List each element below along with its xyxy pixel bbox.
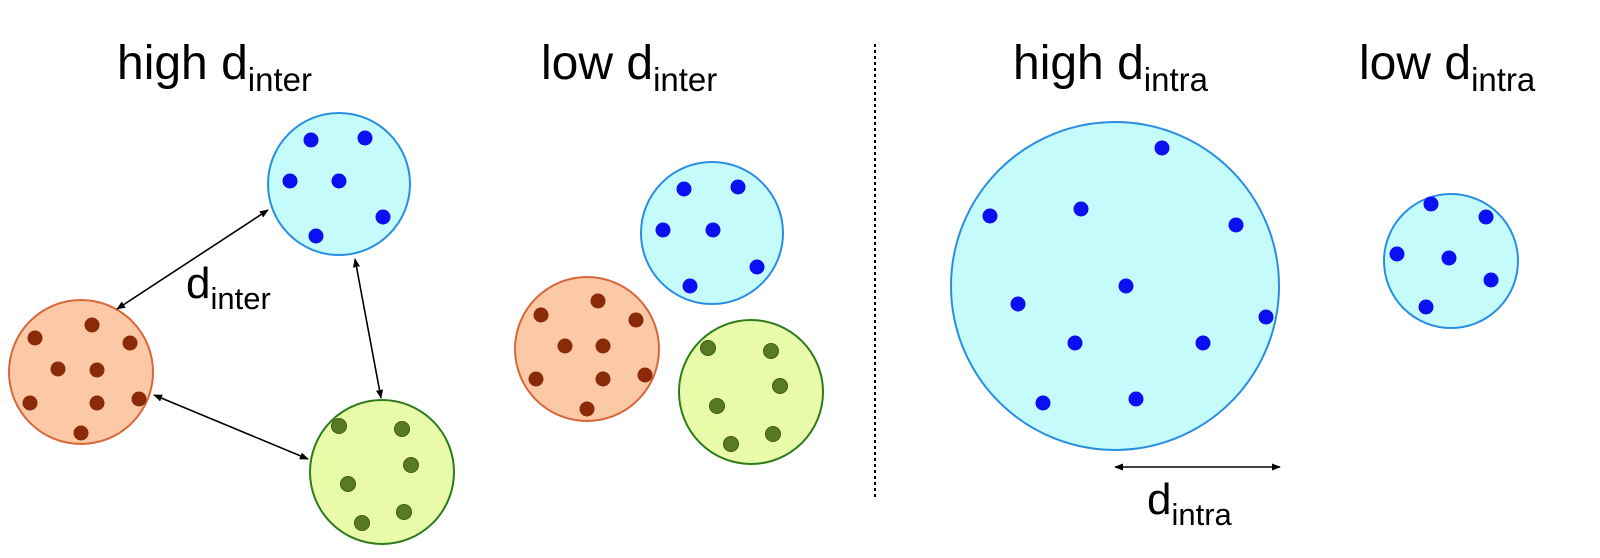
cluster-circle — [8, 299, 154, 445]
green-cluster — [309, 399, 455, 545]
data-point — [308, 228, 324, 244]
data-point — [1067, 335, 1083, 351]
orange-cluster — [8, 299, 154, 445]
label-subscript: intra — [1171, 497, 1232, 532]
blue-cluster — [267, 112, 411, 256]
data-point — [357, 130, 373, 146]
data-point — [1228, 217, 1244, 233]
data-point — [1195, 335, 1211, 351]
data-point — [1423, 196, 1439, 212]
orange-cluster — [514, 276, 660, 422]
data-point — [403, 457, 419, 473]
data-point — [628, 312, 644, 328]
data-point — [676, 181, 692, 197]
data-point — [723, 436, 739, 452]
title-prefix: high d — [1013, 37, 1144, 90]
data-point — [1418, 299, 1434, 315]
data-point — [763, 343, 779, 359]
cluster-circle — [678, 319, 824, 465]
data-point — [1073, 201, 1089, 217]
green-cluster — [678, 319, 824, 465]
inter-distance-label: dinter — [186, 259, 271, 315]
data-point — [303, 132, 319, 148]
low-intra-title: low dintra — [1359, 37, 1535, 97]
cluster-circle — [950, 121, 1280, 451]
data-point — [1128, 391, 1144, 407]
small-blue-cluster — [1383, 193, 1519, 329]
title-prefix: low d — [541, 37, 654, 90]
title-subscript: intra — [1143, 61, 1208, 98]
data-point — [84, 317, 100, 333]
high-inter-panel — [8, 112, 455, 545]
title-prefix: low d — [1359, 37, 1472, 90]
data-point — [375, 209, 391, 225]
data-point — [1154, 140, 1170, 156]
low-intra-panel — [1383, 193, 1519, 329]
data-point — [730, 179, 746, 195]
data-point — [765, 426, 781, 442]
data-point — [50, 361, 66, 377]
data-point — [1483, 272, 1499, 288]
data-point — [1258, 309, 1274, 325]
intra-distance-label: dintra — [1147, 475, 1232, 531]
title-subscript: inter — [247, 61, 312, 98]
data-point — [1478, 209, 1494, 225]
data-point — [22, 395, 38, 411]
distance-arrow-orange-green — [153, 394, 309, 460]
high-intra-panel — [950, 121, 1281, 471]
data-point — [73, 425, 89, 441]
data-point — [396, 504, 412, 520]
data-point — [354, 515, 370, 531]
data-point — [27, 330, 43, 346]
data-point — [340, 476, 356, 492]
data-point — [528, 371, 544, 387]
data-point — [705, 222, 721, 238]
high-inter-title: high dinter — [117, 37, 312, 97]
high-intra-title: high dintra — [1013, 37, 1208, 97]
data-point — [282, 173, 298, 189]
data-point — [655, 222, 671, 238]
data-point — [331, 418, 347, 434]
data-point — [772, 378, 788, 394]
distance-arrow-blue-green — [352, 258, 384, 399]
data-point — [700, 340, 716, 356]
data-point — [749, 259, 765, 275]
data-point — [709, 398, 725, 414]
data-point — [533, 307, 549, 323]
data-point — [590, 293, 606, 309]
data-point — [131, 391, 147, 407]
label-prefix: d — [1147, 475, 1172, 524]
data-point — [1118, 278, 1134, 294]
data-point — [89, 362, 105, 378]
data-point — [394, 421, 410, 437]
data-point — [595, 371, 611, 387]
data-point — [557, 338, 573, 354]
data-point — [89, 395, 105, 411]
label-subscript: inter — [210, 281, 271, 316]
cluster-circle — [514, 276, 660, 422]
cluster-circle — [309, 399, 455, 545]
data-point — [1389, 246, 1405, 262]
large-blue-cluster — [950, 121, 1280, 451]
data-point — [579, 401, 595, 417]
title-prefix: high d — [117, 37, 248, 90]
data-point — [595, 338, 611, 354]
title-subscript: intra — [1471, 61, 1536, 98]
low-inter-title: low dinter — [541, 37, 717, 97]
data-point — [682, 278, 698, 294]
data-point — [637, 367, 653, 383]
title-subscript: inter — [653, 61, 718, 98]
data-point — [331, 173, 347, 189]
data-point — [982, 208, 998, 224]
data-point — [1441, 250, 1457, 266]
distance-arrow-blue-orange — [116, 209, 269, 310]
low-inter-panel — [514, 161, 824, 465]
data-point — [122, 335, 138, 351]
data-point — [1010, 296, 1026, 312]
data-point — [1035, 395, 1051, 411]
label-prefix: d — [186, 259, 211, 308]
blue-cluster — [640, 161, 784, 305]
